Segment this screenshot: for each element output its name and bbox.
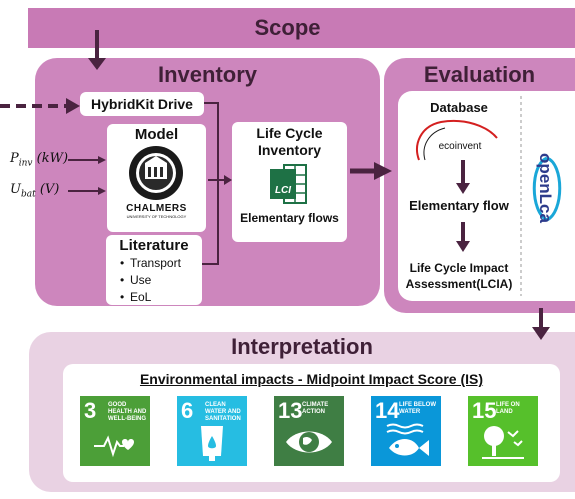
- sdg-number: 14: [375, 398, 400, 423]
- sdg-number: 13: [278, 398, 303, 423]
- literature-item-eol: EoL: [120, 289, 202, 306]
- heartbeat-icon: [94, 435, 134, 458]
- evaluation-title: Evaluation: [423, 62, 536, 87]
- model-box: Model CHALMERS UNIVERSITY OF TECHNOLOGY: [107, 124, 206, 232]
- scope-title: Scope: [254, 15, 321, 40]
- chalmers-logo-subtext: UNIVERSITY OF TECHNOLOGY: [126, 214, 187, 219]
- literature-list: Transport Use EoL: [106, 255, 202, 306]
- sdg-number: 6: [181, 398, 194, 423]
- elementary-flow-label: Elementary flow: [409, 198, 509, 213]
- sdg-tile-13: 13 CLIMATE ACTION: [274, 396, 344, 466]
- ecoinvent-logo-icon: [416, 120, 498, 161]
- lci-spreadsheet-icon: [270, 164, 307, 204]
- hybridkit-label: HybridKit Drive: [91, 96, 193, 112]
- sdg-tile-3: 3 GOOD HEALTH AND WELL-BEING: [80, 396, 150, 466]
- eye-globe-icon: [286, 431, 332, 453]
- lci-box: Life Cycle Inventory LCI Elementary flow…: [232, 122, 347, 242]
- lci-subtitle: Elementary flows: [240, 211, 339, 225]
- sdg-title: CLIMATE ACTION: [302, 402, 329, 415]
- openlca-text: openLca: [536, 153, 555, 223]
- scope-bar: [28, 8, 575, 48]
- literature-label: Literature: [119, 237, 189, 254]
- fish-icon: [386, 423, 429, 456]
- literature-box: Literature Transport Use EoL: [106, 235, 202, 305]
- sdg-title: LIFE BELOW WATER: [399, 402, 436, 415]
- sdg-tile-6: 6 CLEAN WATER AND SANITATION: [177, 396, 247, 466]
- lci-icon-text: LCI: [274, 185, 292, 196]
- sdg-title: CLEAN WATER AND SANITATION: [205, 402, 241, 422]
- database-label: Database: [430, 100, 488, 115]
- tree-bird-icon: [482, 426, 524, 459]
- lci-title: Life Cycle Inventory: [256, 125, 323, 158]
- evaluation-content-box: [398, 91, 575, 301]
- impacts-heading: Environmental impacts - Midpoint Impact …: [139, 371, 484, 387]
- sdg-title: GOOD HEALTH AND WELL-BEING: [108, 402, 147, 422]
- interpretation-title: Interpretation: [231, 334, 373, 359]
- sdg-number: 15: [472, 398, 497, 423]
- water-drop-icon: [201, 426, 223, 461]
- sdg-tile-15: 15 LIFE ON LAND: [468, 396, 538, 466]
- ecoinvent-text: ecoinvent: [438, 141, 482, 152]
- sdg-number: 3: [84, 398, 97, 423]
- literature-item-transport: Transport: [120, 255, 202, 272]
- sdg-title: LIFE ON LAND: [496, 402, 520, 415]
- chalmers-seal-icon: [129, 146, 183, 200]
- openlca-logo-icon: [532, 156, 562, 222]
- hybridkit-box: HybridKit Drive: [80, 92, 204, 116]
- inventory-title: Inventory: [157, 62, 258, 87]
- sdg-tile-14: 14 LIFE BELOW WATER: [371, 396, 441, 466]
- chalmers-logo-text: CHALMERS: [126, 203, 187, 214]
- lcia-label: Life Cycle Impact Assessment(LCIA): [405, 261, 513, 291]
- input-ubat-label: Ubat (V): [10, 182, 60, 200]
- literature-item-use: Use: [120, 272, 202, 289]
- model-label: Model: [134, 126, 179, 143]
- input-pinv-label: Pinv (kW): [10, 151, 69, 169]
